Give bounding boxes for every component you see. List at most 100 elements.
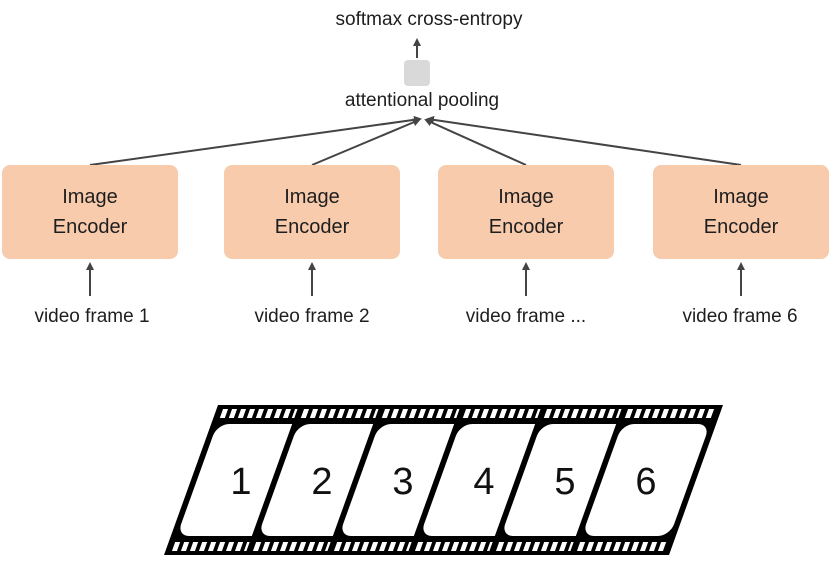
sprocket-hole: [462, 409, 472, 418]
sprocket-hole: [396, 542, 406, 551]
film-frame-6: [569, 405, 724, 555]
sprocket-hole: [297, 542, 307, 551]
film-frame-picture: [585, 424, 707, 536]
softmax-label: softmax cross-entropy: [335, 9, 523, 30]
sprocket-hole: [588, 409, 598, 418]
sprocket-hole: [351, 542, 361, 551]
video-frame-label-3: video frame ...: [465, 306, 587, 327]
image-encoder-label: Image Encoder: [274, 186, 350, 238]
pooling-box: [404, 60, 430, 86]
sprocket-hole: [354, 409, 364, 418]
sprocket-hole: [432, 542, 442, 551]
arrow-encoder-4-to-pool: [426, 115, 742, 166]
sprocket-hole: [606, 409, 616, 418]
sprocket-hole: [612, 542, 622, 551]
sprocket-hole: [642, 409, 652, 418]
sprocket-hole: [507, 409, 517, 418]
sprocket-hole: [552, 409, 562, 418]
sprocket-hole: [657, 542, 667, 551]
sprocket-hole: [579, 409, 589, 418]
video-frame-label-2: video frame 2: [254, 306, 370, 327]
sprocket-hole: [543, 409, 553, 418]
sprocket-hole: [225, 542, 235, 551]
sprocket-hole: [450, 542, 460, 551]
sprocket-hole: [648, 542, 658, 551]
sprocket-hole: [468, 542, 478, 551]
sprocket-hole: [261, 542, 271, 551]
sprocket-hole: [594, 542, 604, 551]
sprocket-hole: [540, 542, 550, 551]
sprocket-hole: [687, 409, 697, 418]
sprocket-hole: [228, 409, 238, 418]
sprocket-hole: [309, 409, 319, 418]
sprocket-hole: [597, 409, 607, 418]
sprocket-hole: [471, 409, 481, 418]
sprocket-hole: [246, 409, 256, 418]
sprocket-hole: [603, 542, 613, 551]
sprocket-hole: [180, 542, 190, 551]
sprocket-hole: [414, 542, 424, 551]
sprocket-hole: [171, 542, 181, 551]
sprocket-hole: [498, 409, 508, 418]
sprocket-hole: [426, 409, 436, 418]
film-frame-number: 4: [473, 461, 494, 503]
image-encoder-2: Image Encoder: [224, 165, 400, 259]
sprocket-hole: [570, 409, 580, 418]
sprocket-hole: [363, 409, 373, 418]
sprocket-hole: [408, 409, 418, 418]
sprocket-hole: [219, 409, 229, 418]
sprocket-hole: [333, 542, 343, 551]
sprocket-hole: [624, 409, 634, 418]
sprocket-hole: [489, 409, 499, 418]
sprocket-hole: [198, 542, 208, 551]
sprocket-hole: [189, 542, 199, 551]
sprocket-hole: [390, 409, 400, 418]
image-encoder-label: Image Encoder: [488, 186, 564, 238]
sprocket-hole: [264, 409, 274, 418]
sprocket-hole: [300, 409, 310, 418]
image-encoder-3: Image Encoder: [438, 165, 614, 259]
sprocket-hole: [576, 542, 586, 551]
sprocket-hole: [549, 542, 559, 551]
film-frame-number: 5: [554, 461, 575, 503]
sprocket-hole: [630, 542, 640, 551]
arrow-encoder-1-to-pool: [89, 115, 422, 166]
image-encoder-label: Image Encoder: [703, 186, 779, 238]
sprocket-hole: [585, 542, 595, 551]
sprocket-hole: [336, 409, 346, 418]
video-frame-label-6: video frame 6: [682, 306, 798, 327]
sprocket-hole: [237, 409, 247, 418]
sprocket-hole: [621, 542, 631, 551]
sprocket-hole: [360, 542, 370, 551]
sprocket-hole: [381, 409, 391, 418]
sprocket-hole: [423, 542, 433, 551]
video-frame-label-1: video frame 1: [34, 306, 150, 327]
sprocket-hole: [252, 542, 262, 551]
sprocket-hole: [441, 542, 451, 551]
sprocket-hole: [327, 409, 337, 418]
sprocket-hole: [531, 542, 541, 551]
sprocket-hole: [639, 542, 649, 551]
attentional-pooling-label: attentional pooling: [344, 90, 500, 111]
sprocket-hole: [477, 542, 487, 551]
sprocket-hole: [255, 409, 265, 418]
sprocket-hole: [435, 409, 445, 418]
sprocket-hole: [387, 542, 397, 551]
sprocket-hole: [345, 409, 355, 418]
film-frame-number: 6: [635, 461, 656, 503]
image-encoder-4: Image Encoder: [653, 165, 829, 259]
sprocket-hole: [417, 409, 427, 418]
sprocket-hole: [495, 542, 505, 551]
sprocket-hole: [270, 542, 280, 551]
image-encoder-label: Image Encoder: [52, 186, 128, 238]
sprocket-hole: [669, 409, 679, 418]
sprocket-hole: [378, 542, 388, 551]
sprocket-hole: [234, 542, 244, 551]
film-frame-2: [245, 405, 400, 555]
sprocket-hole: [315, 542, 325, 551]
film-frame-number: 3: [392, 461, 413, 503]
sprocket-hole: [705, 409, 715, 418]
sprocket-hole: [288, 542, 298, 551]
sprocket-hole: [459, 542, 469, 551]
